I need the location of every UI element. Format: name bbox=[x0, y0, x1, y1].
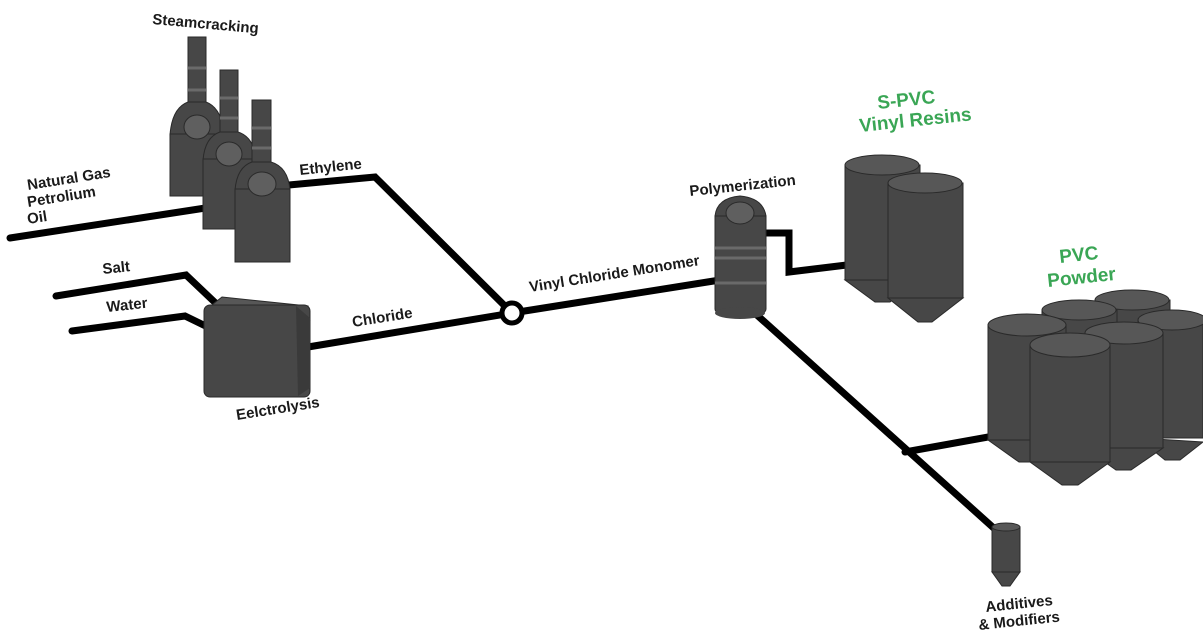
spvc-silo-group bbox=[843, 154, 965, 323]
vinyl-resins-label: Vinyl Resins bbox=[858, 104, 972, 137]
additives-silo-icon bbox=[991, 522, 1021, 587]
steamcracker-tower-3 bbox=[234, 99, 291, 263]
junction-node-icon bbox=[499, 300, 525, 326]
vcm-pipe bbox=[508, 276, 724, 317]
chloride-label: Chloride bbox=[351, 305, 414, 331]
pipes bbox=[6, 173, 1042, 535]
pvc-label: PVC bbox=[1058, 243, 1099, 268]
electrolysis-cell-icon bbox=[203, 296, 311, 398]
pvc-powder-silo-group bbox=[986, 289, 1203, 486]
chloride-pipe bbox=[304, 309, 516, 351]
water-pipe bbox=[68, 312, 226, 338]
steamcracker-group bbox=[169, 36, 291, 263]
steamcracker-tower-2 bbox=[202, 69, 257, 230]
polymerization-reactor-icon bbox=[714, 195, 767, 319]
storage-silo-icon bbox=[886, 172, 965, 323]
salt-label: Salt bbox=[102, 258, 131, 278]
steamcracker-tower-1 bbox=[169, 36, 225, 197]
electrolysis-label: Eelctrolysis bbox=[235, 394, 321, 424]
oil-label: Oil bbox=[26, 208, 48, 228]
steamcracking-label: Steamcracking bbox=[152, 11, 260, 37]
additives-label: Additives bbox=[985, 592, 1054, 616]
spvc-pipe bbox=[756, 229, 892, 276]
powder-pipe bbox=[744, 303, 1001, 535]
feed-pipe-natural-gas bbox=[6, 199, 242, 242]
storage-silo-icon bbox=[1028, 332, 1112, 486]
ethylene-pipe bbox=[274, 173, 516, 317]
salt-pipe bbox=[52, 271, 229, 316]
ethylene-label: Ethylene bbox=[299, 156, 363, 179]
water-label: Water bbox=[106, 295, 149, 316]
polymerization-label: Polymerization bbox=[689, 172, 797, 200]
powder-label: Powder bbox=[1046, 264, 1117, 292]
